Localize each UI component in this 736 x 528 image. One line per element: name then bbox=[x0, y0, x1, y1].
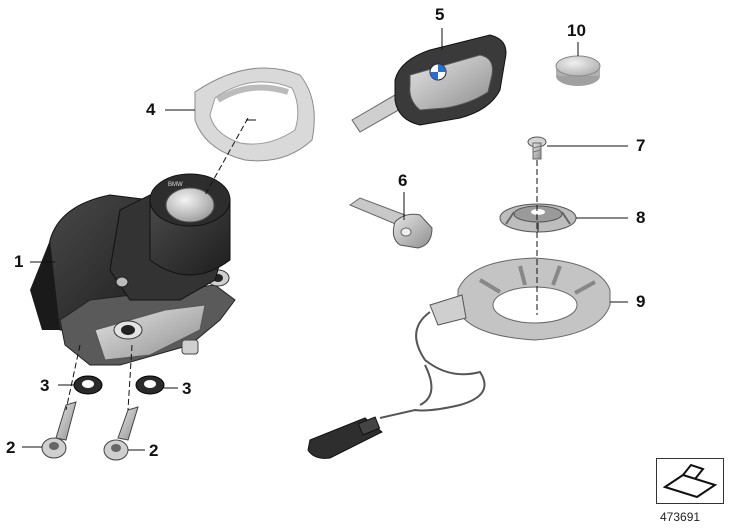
callout-5: 5 bbox=[435, 5, 445, 24]
reference-number: 473691 bbox=[660, 510, 701, 524]
axis-left-screw bbox=[65, 344, 81, 411]
callout-7: 7 bbox=[636, 136, 646, 155]
washer-part-left bbox=[73, 375, 103, 395]
callout-10: 10 bbox=[567, 21, 586, 40]
callout-3-left: 3 bbox=[40, 376, 50, 395]
key-fob-part bbox=[351, 34, 507, 133]
callout-4: 4 bbox=[146, 100, 156, 119]
leader-lines bbox=[22, 28, 628, 451]
emergency-key-part bbox=[348, 197, 433, 249]
callout-8: 8 bbox=[636, 208, 646, 227]
callout-3-right: 3 bbox=[182, 379, 192, 398]
svg-text:BMW: BMW bbox=[168, 182, 183, 188]
coin-battery-part bbox=[555, 55, 601, 86]
callout-6: 6 bbox=[398, 171, 408, 190]
assembly-arrow-icon bbox=[662, 463, 718, 499]
callout-2-right: 2 bbox=[149, 441, 159, 460]
spring-washer-part bbox=[499, 203, 577, 233]
axis-bezel-to-switch bbox=[204, 117, 249, 196]
small-screw-part bbox=[527, 136, 547, 160]
washer-part-right bbox=[135, 375, 165, 395]
screw-part-right bbox=[103, 406, 139, 461]
assembly-axes bbox=[65, 117, 538, 411]
callout-1: 1 bbox=[14, 252, 24, 271]
reference-box bbox=[656, 458, 724, 504]
callout-9: 9 bbox=[636, 292, 646, 311]
bezel-ring-part bbox=[194, 67, 315, 162]
antenna-ring-part bbox=[307, 257, 611, 459]
screw-part-left bbox=[41, 401, 77, 459]
callout-2-left: 2 bbox=[6, 438, 16, 457]
ignition-switch-part: BMW bbox=[30, 173, 236, 366]
axis-right-screw bbox=[127, 344, 133, 411]
